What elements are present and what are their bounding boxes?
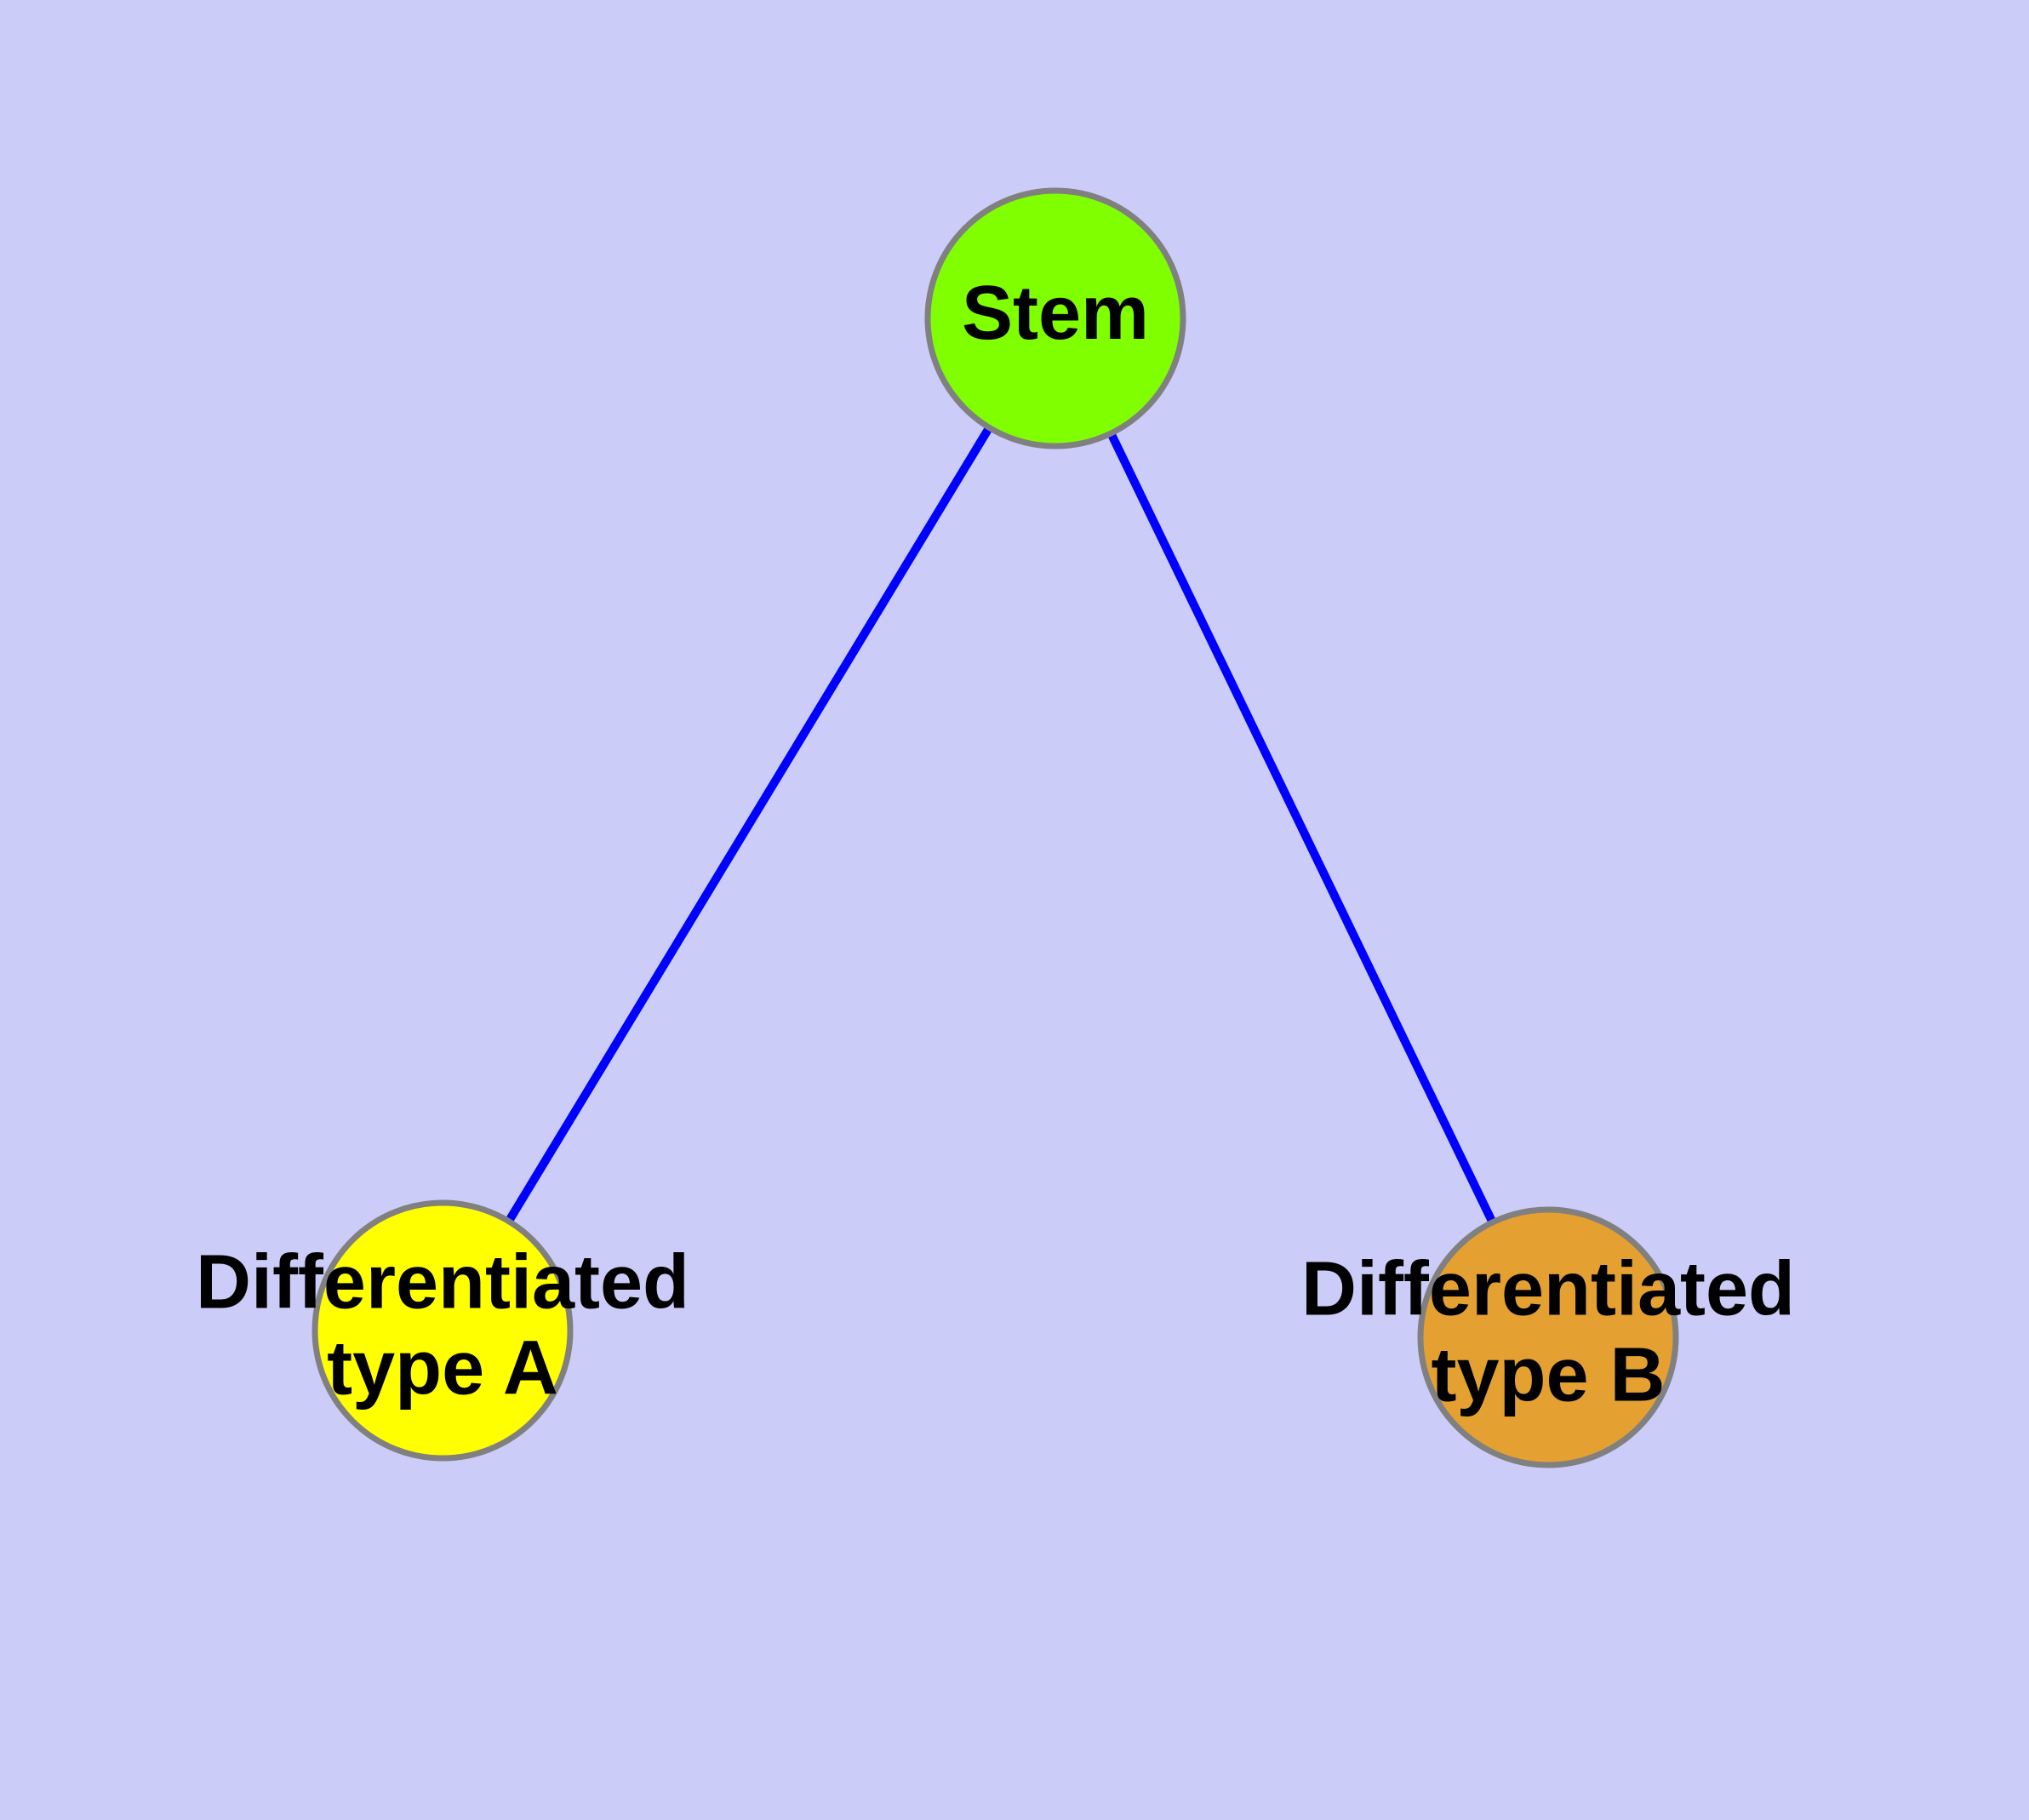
- node-differentiated-type-b-circle[interactable]: [1417, 1206, 1679, 1468]
- node-stem-circle[interactable]: [924, 187, 1186, 449]
- node-stem[interactable]: Stem: [924, 187, 1186, 449]
- node-stem-label: Stem: [962, 271, 1149, 356]
- edge-stem-to-diff-a[interactable]: [438, 316, 1060, 1333]
- edge-layer: [438, 316, 1552, 1340]
- node-differentiated-type-a-circle[interactable]: [311, 1199, 574, 1462]
- edge-stem-to-diff-b[interactable]: [1051, 316, 1552, 1340]
